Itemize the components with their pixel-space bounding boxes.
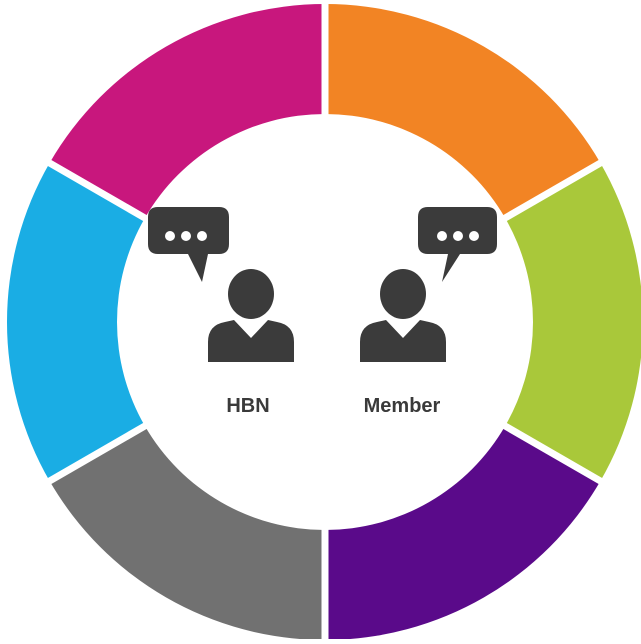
ring-divider bbox=[499, 157, 606, 224]
ring-divider bbox=[499, 420, 606, 487]
ring-segment bbox=[49, 426, 326, 640]
ring-segment bbox=[325, 426, 601, 640]
speech-bubble-icon bbox=[148, 207, 229, 282]
speech-bubble-icon bbox=[418, 207, 497, 282]
ring-segments bbox=[6, 4, 641, 640]
participant-label-hbn: HBN bbox=[226, 395, 270, 417]
ring-divider bbox=[44, 157, 151, 224]
person-icon bbox=[360, 269, 446, 362]
ring-segment bbox=[325, 4, 601, 218]
person-icon bbox=[208, 269, 294, 362]
ring-divider bbox=[44, 420, 151, 487]
ring-segment bbox=[6, 163, 145, 481]
participant-left-icons bbox=[148, 207, 294, 362]
ring-segment bbox=[505, 163, 641, 481]
ring-dividers bbox=[44, 0, 606, 644]
participant-label-member: Member bbox=[363, 395, 441, 417]
ring-segment bbox=[49, 4, 326, 218]
participant-right-icons bbox=[360, 207, 497, 362]
